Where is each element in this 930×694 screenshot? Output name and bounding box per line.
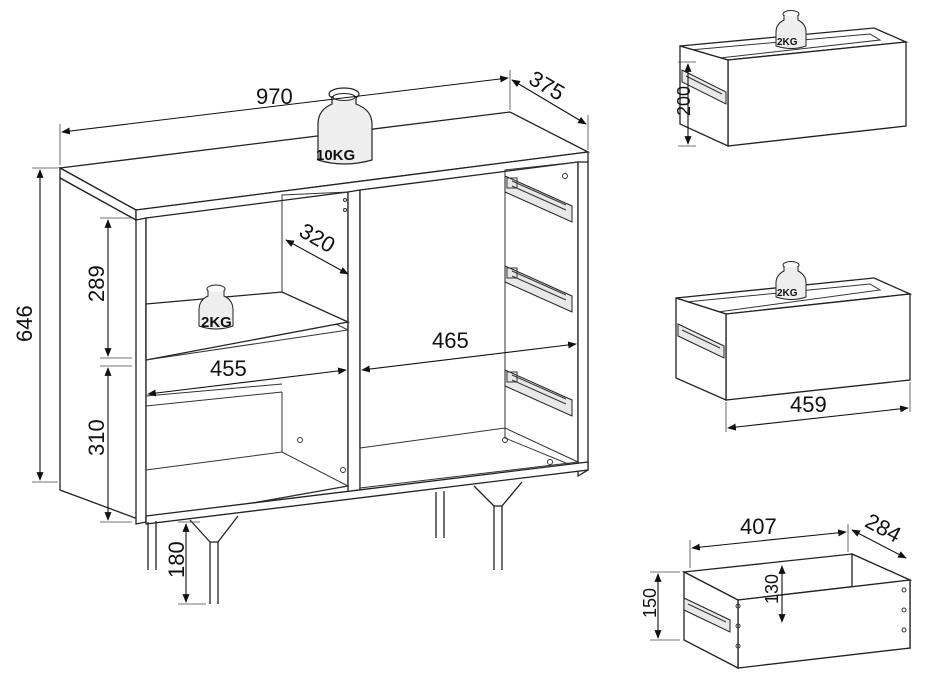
weight-2kg-shelf-label: 2KG	[201, 314, 232, 331]
drawer-middle-width-459-label: 459	[790, 392, 827, 417]
weight-10kg-label: 10KG	[316, 147, 355, 164]
sideboard-center-divider	[347, 189, 361, 493]
bottom-section-310-label: 310	[84, 419, 109, 456]
height-646-label: 646	[12, 305, 37, 342]
drawer-slide-middle	[504, 265, 573, 313]
weight-2kg-drawer-middle-icon: 2KG	[775, 261, 807, 300]
drawer-middle: 2KG 459	[675, 261, 913, 432]
sideboard-left-front-edge	[135, 217, 147, 525]
dowel-hole	[502, 437, 508, 443]
left-inner-455-label: 455	[210, 356, 247, 381]
depth-375-label: 375	[525, 66, 569, 106]
top-section-289-label: 289	[84, 265, 109, 302]
sideboard-bottom-front	[145, 461, 589, 525]
weight-2kg-shelf-icon: 2KG	[198, 284, 234, 331]
drawer-box-inner-height-130-label: 130	[762, 574, 782, 604]
drawer-box-height-150-label: 150	[640, 588, 660, 618]
dowel-hole	[547, 459, 553, 465]
sideboard	[57, 111, 591, 604]
weight-2kg-drawer-top-icon: 2KG	[775, 10, 807, 49]
drawer-slide-upper	[504, 175, 573, 223]
sideboard-right-side	[577, 161, 589, 478]
drawer-top-height-200-label: 200	[674, 86, 694, 116]
drawer-box: 407 284 150 130	[640, 508, 913, 670]
leg-180-label: 180	[164, 541, 189, 578]
right-compartment-floor	[359, 427, 580, 489]
drawer-middle-load-label: 2KG	[777, 288, 798, 299]
weight-10kg-icon: 10KG	[316, 87, 373, 165]
drawer-slide-lower	[504, 369, 573, 417]
lower-left-floor	[145, 451, 350, 523]
dowel-hole	[562, 173, 568, 179]
sideboard-left-side	[59, 176, 147, 523]
dowel-hole	[297, 437, 303, 443]
drawer-box-depth-284-label: 284	[861, 508, 905, 547]
drawer-top-load-label: 2KG	[777, 37, 798, 48]
dowel-hole	[340, 467, 346, 473]
drawer-top: 2KG 200	[674, 10, 909, 148]
drawer-box-width-407-label: 407	[740, 514, 777, 539]
sideboard-back-right	[359, 161, 579, 491]
right-inner-465-label: 465	[432, 328, 469, 353]
left-shelf	[145, 291, 351, 361]
sideboard-legs	[147, 481, 523, 604]
width-970-label: 970	[256, 84, 293, 109]
